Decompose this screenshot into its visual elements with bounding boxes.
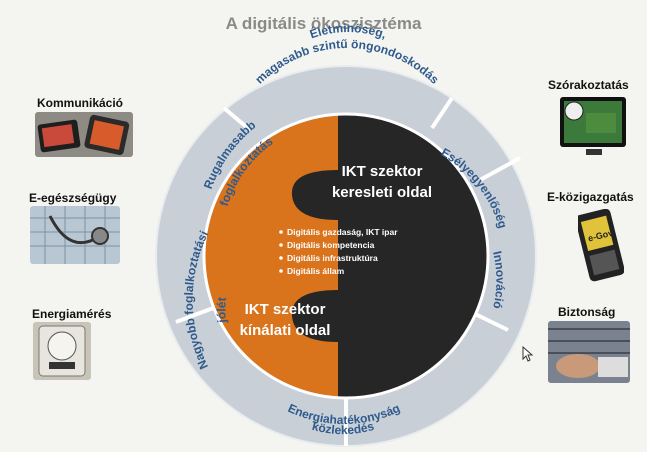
- ring-label-eletminoseg: Életminőség,: [308, 21, 389, 41]
- energy-meter-image: [33, 322, 91, 380]
- label-kommunikacio: Kommunikáció: [37, 96, 124, 110]
- ring-label-jolet: jólét: [214, 297, 229, 325]
- supply-title-line2: kínálati oldal: [240, 322, 331, 339]
- ring-label-kozlekedes: közlekedés: [311, 419, 376, 437]
- bullet-infrastruktura: Digitális infrastruktúra: [287, 253, 378, 263]
- bullet-gazdasag: Digitális gazdaság, IKT ipar: [287, 227, 398, 237]
- label-e-kozigazgatas: E-közigazgatás: [547, 190, 634, 204]
- label-szorakoztatas: Szórakoztatás: [548, 78, 629, 92]
- tv-image: [558, 93, 630, 161]
- stethoscope-image: [30, 206, 120, 264]
- svg-text:Életminőség,: Életminőség,: [308, 21, 389, 41]
- phones-image: [35, 112, 133, 157]
- mouse-cursor-icon: [522, 346, 534, 362]
- egov-phone-image: e-Gov: [578, 209, 624, 283]
- supply-title-line1: IKT szektor: [245, 301, 326, 318]
- svg-text:jólét: jólét: [214, 297, 229, 325]
- bullet-kompetencia: Digitális kompetencia: [287, 240, 375, 250]
- label-energiameres: Energiamérés: [32, 307, 112, 321]
- label-e-egeszsegugy: E-egészségügy: [29, 191, 117, 205]
- label-biztonsag: Biztonság: [558, 305, 616, 319]
- svg-text:Innováció: Innováció: [490, 250, 507, 310]
- security-image: [548, 321, 630, 383]
- demand-title-line1: IKT szektor: [342, 163, 423, 180]
- ring-label-innovacio: Innováció: [490, 250, 507, 310]
- bullet-allam: Digitális állam: [287, 266, 345, 276]
- svg-text:közlekedés: közlekedés: [311, 419, 376, 437]
- slide-title: A digitális ökoszisztéma: [225, 14, 422, 33]
- demand-title-line2: keresleti oldal: [332, 184, 432, 201]
